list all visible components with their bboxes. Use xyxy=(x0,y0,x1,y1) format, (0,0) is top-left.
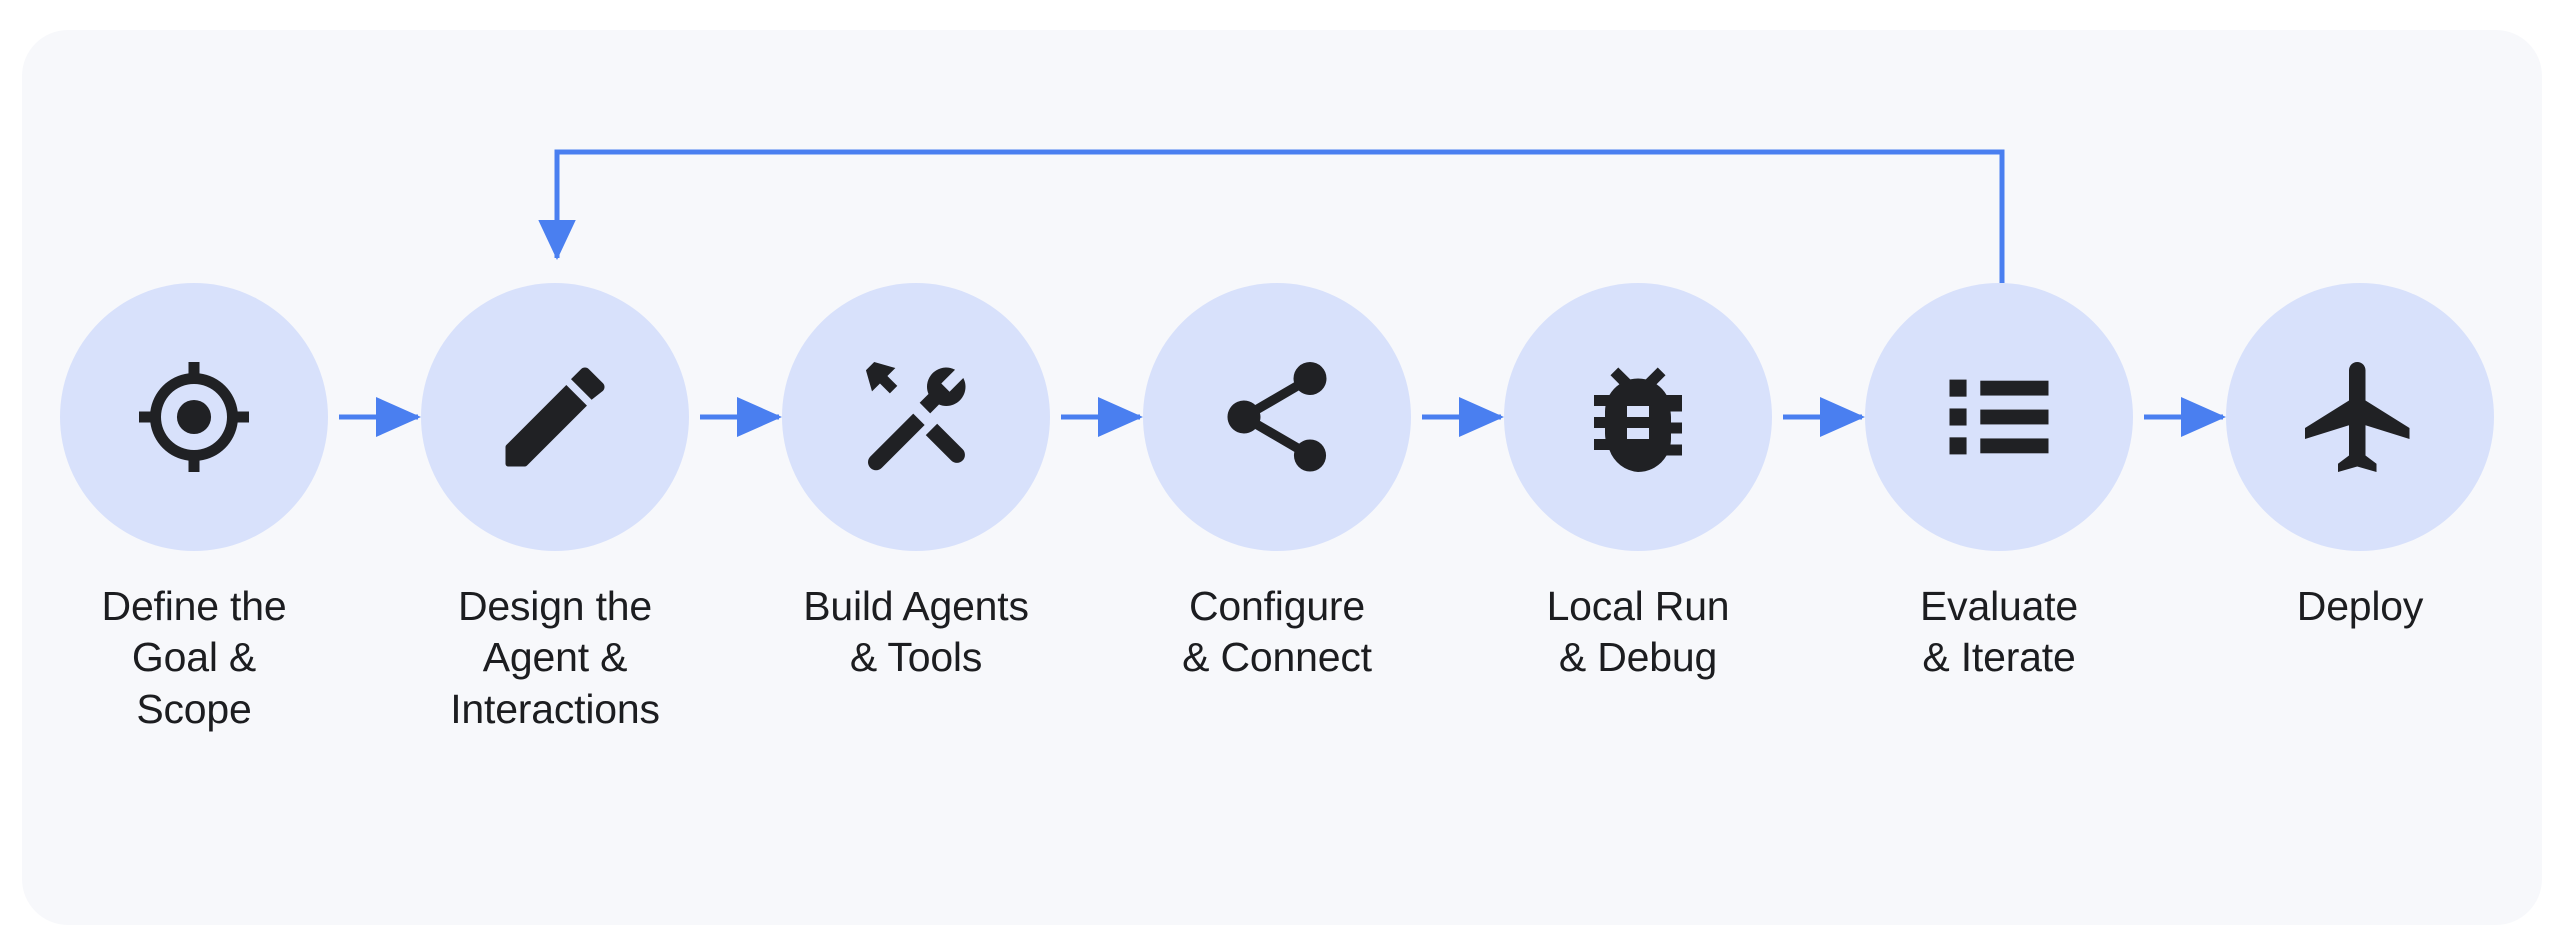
step-deploy[interactable]: Deploy xyxy=(2226,283,2494,632)
step-build-agents-tools[interactable]: Build Agents & Tools xyxy=(782,283,1050,684)
airplane-icon xyxy=(2305,362,2410,472)
step-icon-circle[interactable] xyxy=(1504,283,1772,551)
step-label: Design the Agent & Interactions xyxy=(450,583,660,732)
pencil-edit-icon xyxy=(505,367,605,467)
step-label: Build Agents & Tools xyxy=(803,583,1029,681)
hammer-wrench-icon xyxy=(865,362,966,471)
step-label: Local Run & Debug xyxy=(1546,583,1730,681)
step-label: Define the Goal & Scope xyxy=(101,583,287,732)
step-icon-circle[interactable] xyxy=(1865,283,2133,551)
bug-icon xyxy=(1594,367,1682,472)
list-icon xyxy=(1949,379,2049,455)
step-icon-circle[interactable] xyxy=(421,283,689,551)
step-icon-circle[interactable] xyxy=(60,283,328,551)
step-configure-connect[interactable]: Configure & Connect xyxy=(1143,283,1411,684)
step-label: Evaluate & Iterate xyxy=(1920,583,2078,681)
share-nodes-icon xyxy=(1227,362,1327,472)
step-icon-circle[interactable] xyxy=(782,283,1050,551)
target-icon xyxy=(139,362,249,472)
step-icon-circle[interactable] xyxy=(2226,283,2494,551)
step-local-run-debug[interactable]: Local Run & Debug xyxy=(1504,283,1772,684)
step-define-goal-scope[interactable]: Define the Goal & Scope xyxy=(60,283,328,735)
step-label: Deploy xyxy=(2296,583,2424,629)
step-evaluate-iterate[interactable]: Evaluate & Iterate xyxy=(1865,283,2133,684)
step-design-agent-interactions[interactable]: Design the Agent & Interactions xyxy=(421,283,689,735)
step-label: Configure & Connect xyxy=(1182,583,1372,681)
step-icon-circle[interactable] xyxy=(1143,283,1411,551)
